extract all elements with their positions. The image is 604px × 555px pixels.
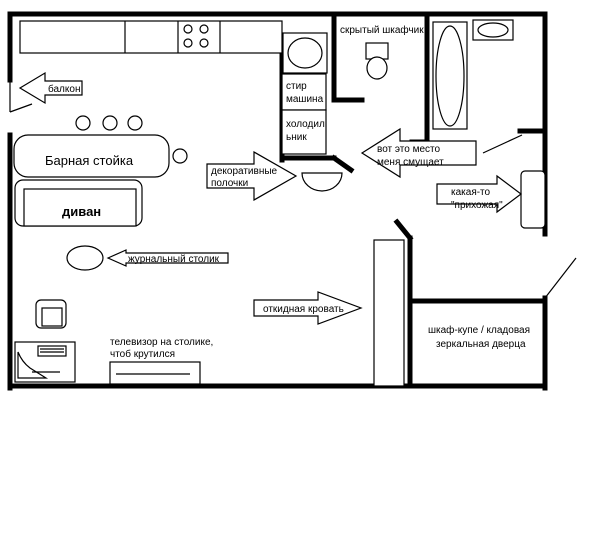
hallway-label: какая-то xyxy=(451,187,491,198)
arrow-coffee-table-icon xyxy=(106,249,229,267)
exterior-walls xyxy=(7,11,548,391)
toilet-icon xyxy=(365,42,389,80)
bathroom-door xyxy=(482,134,523,154)
folding-bed-label: откидная кровать xyxy=(263,304,344,315)
stove-icon xyxy=(183,24,209,48)
bar-stool xyxy=(127,115,143,131)
folding-bed-cabinet xyxy=(373,239,405,387)
washing-machine xyxy=(281,73,327,111)
hallway-label-2: "прихожая" xyxy=(451,200,503,211)
sofa-label: диван xyxy=(62,204,101,219)
coffee-table-label: журнальный столик xyxy=(128,254,220,265)
shelves-label-2: полочки xyxy=(211,178,248,189)
balcony-label: балкон xyxy=(48,83,80,95)
wardrobe-label-2: зеркальная дверца xyxy=(436,339,526,350)
desk xyxy=(14,341,76,383)
armchair xyxy=(35,299,67,329)
tv-stand xyxy=(109,361,201,385)
bar-stool xyxy=(172,148,188,164)
confusing-spot-label-2: меня смущает xyxy=(377,157,444,168)
washing-machine-label-2: машина xyxy=(286,94,324,105)
hidden-cabinet-label: скрытый шкафчик xyxy=(340,24,424,36)
fridge xyxy=(281,109,327,155)
hallway-cabinet xyxy=(520,170,546,229)
shelves-label: декоративные xyxy=(211,166,278,177)
bar-counter-label: Барная стойка xyxy=(45,153,134,168)
sofa xyxy=(14,179,143,227)
bar-counter xyxy=(13,134,170,178)
balcony-door-hinge xyxy=(7,77,13,83)
fridge-label: холодил xyxy=(286,119,325,130)
washing-machine-label: стир xyxy=(286,81,307,92)
bar-stool xyxy=(75,115,91,131)
entrance-door-hinge xyxy=(542,295,548,301)
bar-stool xyxy=(102,115,118,131)
kitchen-counter xyxy=(19,20,283,54)
coffee-table xyxy=(66,245,104,271)
tv-label: телевизор на столике, xyxy=(110,337,213,348)
arrow-balcony-icon xyxy=(18,71,83,105)
arrow-shelves-icon xyxy=(206,150,298,202)
tv-label-2: чтоб крутился xyxy=(110,348,175,360)
fridge-label-2: ьник xyxy=(286,132,307,143)
arrow-confusing-spot-icon xyxy=(360,127,477,179)
arrow-folding-bed-icon xyxy=(253,291,363,325)
wardrobe-label: шкаф-купе / кладовая xyxy=(428,324,530,336)
sink-icon xyxy=(282,32,328,74)
decorative-shelf-round xyxy=(301,172,343,192)
washbasin-icon xyxy=(472,19,514,41)
balcony-door-swing xyxy=(9,103,33,113)
bathtub-icon xyxy=(432,21,468,130)
entrance-door xyxy=(544,257,577,299)
arrow-hallway-icon xyxy=(436,174,522,214)
confusing-spot-label: вот это место xyxy=(377,144,440,155)
